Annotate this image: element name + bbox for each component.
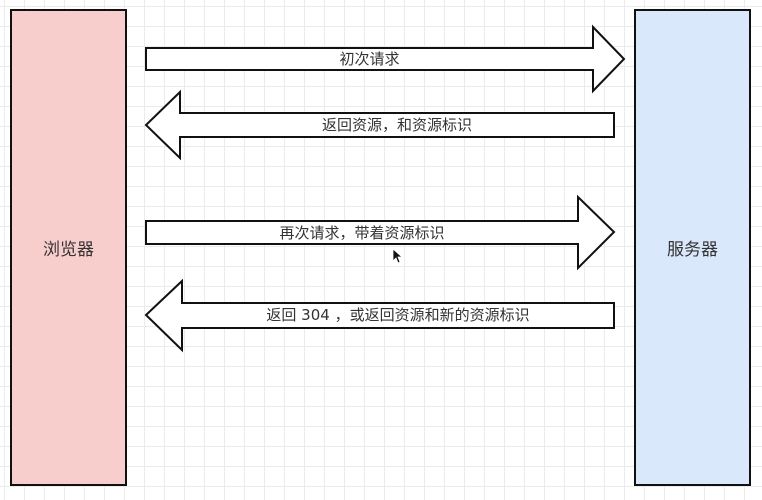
arrow-3-label: 再次请求，带着资源标识 <box>279 224 445 242</box>
arrow-2-label: 返回资源，和资源标识 <box>321 116 472 134</box>
mouse-pointer-icon <box>392 248 402 264</box>
arrow-4-label: 返回 304 ，或返回资源和新的资源标识 <box>266 306 530 324</box>
server-label: 服务器 <box>667 240 718 260</box>
browser-label: 浏览器 <box>43 240 94 260</box>
arrow-1-label: 初次请求 <box>339 50 400 68</box>
browser-box: 浏览器 <box>10 9 127 486</box>
server-box: 服务器 <box>634 9 751 486</box>
